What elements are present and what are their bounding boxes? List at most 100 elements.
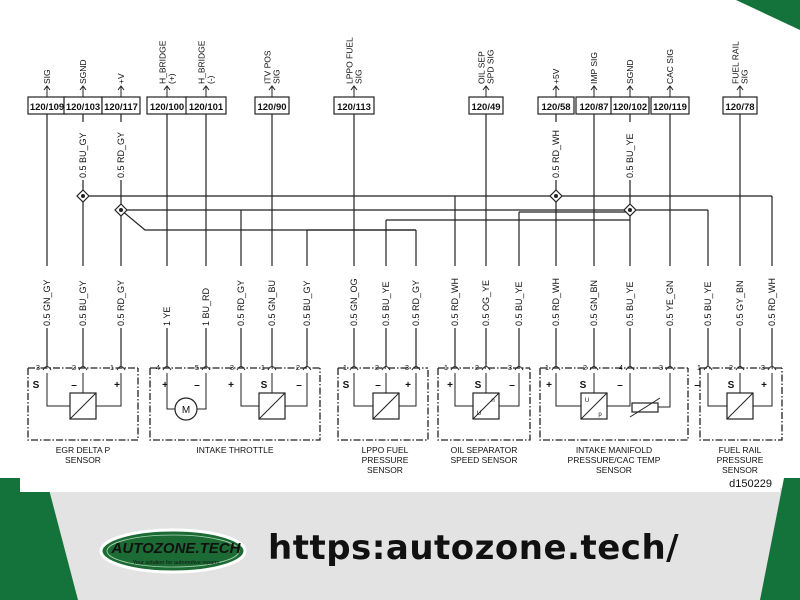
- pin-socket-icon: [411, 366, 421, 371]
- pin-symbol: S: [580, 380, 587, 391]
- sensor-name: LPPO FUEL: [362, 445, 409, 455]
- sensor-name: OIL SEPARATOR: [451, 445, 518, 455]
- connector-arrow-icon: [79, 85, 87, 97]
- diagram-id: d150229: [729, 478, 772, 490]
- signal-label-line: (-): [206, 75, 216, 84]
- sensor-name: INTAKE THROTTLE: [196, 445, 273, 455]
- corner-decoration-bottom-left: [0, 478, 78, 600]
- pin-number: 1: [343, 363, 347, 372]
- wire-label: 0.5 GN_OG: [349, 278, 359, 326]
- pin-symbol: +: [162, 380, 168, 391]
- pin-symbol: –: [296, 380, 302, 391]
- wire-label: 0.5 RD_GY: [116, 280, 126, 326]
- pin-socket-icon: [381, 366, 391, 371]
- pin-socket-icon: [589, 366, 599, 371]
- pin-socket-icon: [42, 366, 52, 371]
- splice-dot-icon: [81, 194, 85, 198]
- connector-id: 120/109: [30, 102, 64, 113]
- sensor-name: SENSOR: [722, 465, 758, 475]
- pin-number: 1: [110, 363, 114, 372]
- pin-number: 3: [659, 363, 663, 372]
- connector-arrow-icon: [626, 85, 634, 97]
- pin-symbol: S: [33, 380, 40, 391]
- pin-socket-icon: [735, 366, 745, 371]
- signal-label-line: OIL SEP: [477, 51, 487, 84]
- pin-number: 1: [444, 363, 448, 372]
- signal-label-line: (+): [167, 73, 177, 84]
- connector-arrow-icon: [482, 85, 490, 97]
- signal-label: +5V: [551, 68, 561, 84]
- pin-symbol: S: [343, 380, 350, 391]
- splice-dot-icon: [628, 208, 632, 212]
- signal-label-line: H_BRIDGE: [158, 40, 168, 84]
- wire-label: 0.5 RD_WH: [551, 278, 561, 326]
- wire-label: 0.5 BU_GY: [302, 280, 312, 326]
- wire-label: 0.5 BU_GY: [78, 280, 88, 326]
- pin-symbol: +: [447, 380, 453, 391]
- pin-symbol: +: [228, 380, 234, 391]
- speed-n-label: n: [491, 398, 494, 404]
- connector-arrow-icon: [117, 85, 125, 97]
- signal-label-line: IMP SIG: [589, 52, 599, 84]
- pin-socket-icon: [625, 366, 635, 371]
- signal-label-line: ITV POS: [263, 50, 273, 84]
- sensor-name: SENSOR: [596, 465, 632, 475]
- pin-number: 3: [230, 363, 234, 372]
- pin-socket-icon: [551, 366, 561, 371]
- sensor-housing: [437, 368, 531, 441]
- signal-label-line: SIG: [740, 69, 750, 84]
- wire-label: 0.5 BU_YE: [514, 281, 524, 326]
- wire-label: 0.5 RD_GY: [411, 280, 421, 326]
- wire-label: 0.5 GN_BN: [589, 280, 599, 326]
- connector-id: 120/117: [104, 102, 138, 113]
- sensor-name: PRESSURE/CAC TEMP: [568, 455, 661, 465]
- sensor-name: EGR DELTA P: [56, 445, 111, 455]
- connector-id: 120/49: [471, 102, 500, 113]
- signal-label-line: +V: [116, 73, 126, 84]
- motor-label: M: [182, 405, 190, 416]
- pin-symbol: +: [546, 380, 552, 391]
- wire-label: 0.5 RD_GY: [236, 280, 246, 326]
- signal-label-line: +5V: [551, 68, 561, 84]
- connector-arrow-icon: [552, 85, 560, 97]
- connector-arrow-icon: [736, 85, 744, 97]
- connector-id: 120/102: [613, 102, 647, 113]
- wire-label: 0.5 GN_GY: [42, 279, 52, 326]
- pin-socket-icon: [116, 366, 126, 371]
- sensor-housings: [27, 367, 783, 441]
- pin-socket-icon: [450, 366, 460, 371]
- connector-arrow-icon: [350, 85, 358, 97]
- splice-dot-icon: [554, 194, 558, 198]
- pin-socket-icon: [302, 366, 312, 371]
- sensor-name: INTAKE MANIFOLD: [576, 445, 652, 455]
- sensor-name: PRESSURE: [717, 455, 764, 465]
- wire-label: 0.5 RD_WH: [767, 278, 777, 326]
- wire-label: 0.5 BU_YE: [381, 281, 391, 326]
- pin-number: 4: [156, 363, 160, 372]
- signal-label-line: SIG: [272, 69, 282, 84]
- wire-label: 0.5 OG_YE: [481, 280, 491, 326]
- pin-socket-icon: [767, 366, 777, 371]
- pin-number: 2: [375, 363, 379, 372]
- pin-symbol: –: [194, 380, 200, 391]
- connector-arrow-icon: [666, 85, 674, 97]
- connector-arrow-icon: [202, 85, 210, 97]
- pin-symbol: +: [761, 380, 767, 391]
- speed-u-label: U: [477, 411, 481, 417]
- connector-id: 120/119: [653, 102, 687, 113]
- pin-symbol: –: [509, 380, 515, 391]
- website-url[interactable]: https:autozone.tech/: [268, 528, 680, 568]
- pin-number: 2: [475, 363, 479, 372]
- connector-id: 120/87: [579, 102, 608, 113]
- pin-number: 1: [697, 363, 701, 372]
- wire-label: 0.5 RD_WH: [450, 278, 460, 326]
- pin-number: 3: [405, 363, 409, 372]
- press-u-label: U: [585, 398, 589, 404]
- splice-nodes: [76, 189, 637, 217]
- splice-dot-icon: [119, 208, 123, 212]
- pin-number: 3: [36, 363, 40, 372]
- pin-number: 2: [296, 363, 300, 372]
